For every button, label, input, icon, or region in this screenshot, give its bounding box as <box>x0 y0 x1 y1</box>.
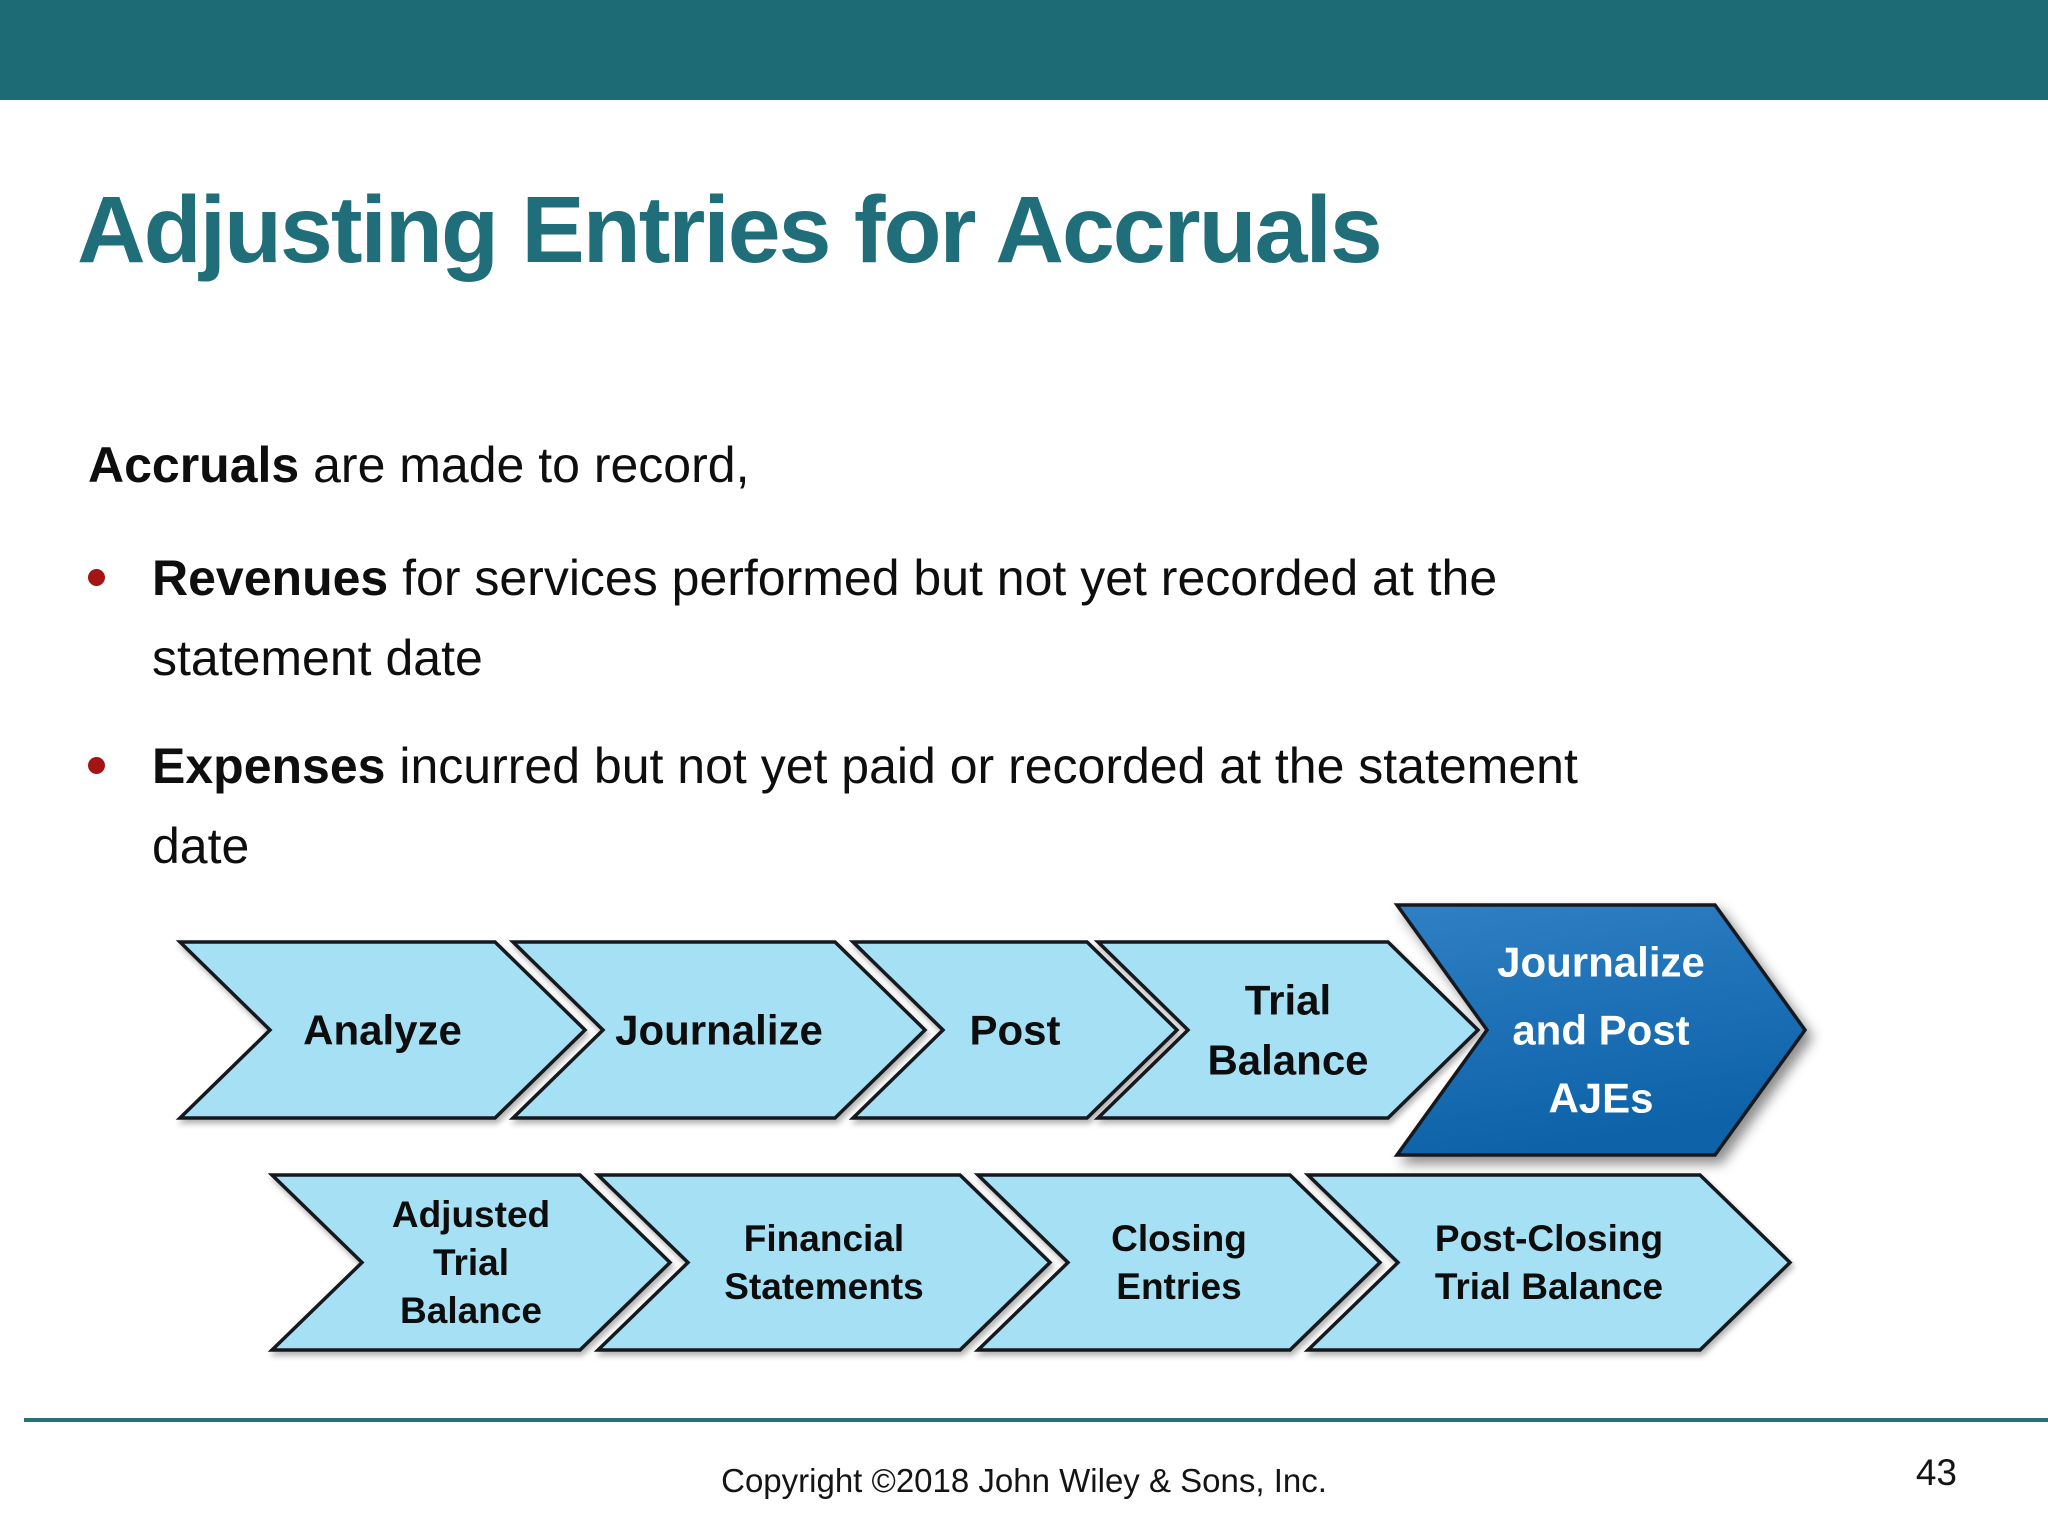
flow-step-shape <box>973 1173 1383 1352</box>
bullet-rest: for services performed but not yet recor… <box>152 550 1512 686</box>
bullet-text: Revenues for services performed but not … <box>152 538 1582 698</box>
page-title: Adjusting Entries for Accruals <box>77 177 1383 283</box>
bullet-dot-icon <box>88 569 105 586</box>
flow-step-shape <box>1393 903 1808 1157</box>
bullet-item-expenses: Expenses incurred but not yet paid or re… <box>88 726 1582 886</box>
bullet-rest: incurred but not yet paid or recorded at… <box>152 738 1592 874</box>
bullet-lead: Revenues <box>152 550 389 606</box>
flow-step-shape <box>175 940 588 1120</box>
flow-step-analyze: Analyze <box>175 940 588 1120</box>
bullet-dot-icon <box>88 757 105 774</box>
flow-step-post: Post <box>848 940 1180 1120</box>
flow-step-shape <box>1093 940 1481 1120</box>
flow-step-shape <box>848 940 1180 1120</box>
flow-step-shape <box>267 1173 673 1352</box>
intro-text: Accruals are made to record, <box>88 425 749 505</box>
intro-lead: Accruals <box>88 437 300 493</box>
slide-header-bar <box>0 0 2048 100</box>
flow-step-shape <box>1303 1173 1793 1352</box>
footer-divider-line <box>24 1418 2048 1422</box>
intro-rest: are made to record, <box>299 437 750 493</box>
bullet-item-revenues: Revenues for services performed but not … <box>88 538 1582 698</box>
flow-step-label: Journalize <box>615 1007 823 1054</box>
bullet-text: Expenses incurred but not yet paid or re… <box>152 726 1582 886</box>
flow-step-journalize: Journalize <box>508 940 928 1120</box>
flow-step-shape <box>593 1173 1053 1352</box>
copyright-text: Copyright ©2018 John Wiley & Sons, Inc. <box>721 1462 1327 1499</box>
flow-step-label: Analyze <box>303 1007 462 1054</box>
bullet-lead: Expenses <box>152 738 386 794</box>
flow-step-shape <box>508 940 928 1120</box>
flow-step-label: Post <box>969 1007 1060 1054</box>
page-number: 43 <box>1915 1452 1957 1493</box>
